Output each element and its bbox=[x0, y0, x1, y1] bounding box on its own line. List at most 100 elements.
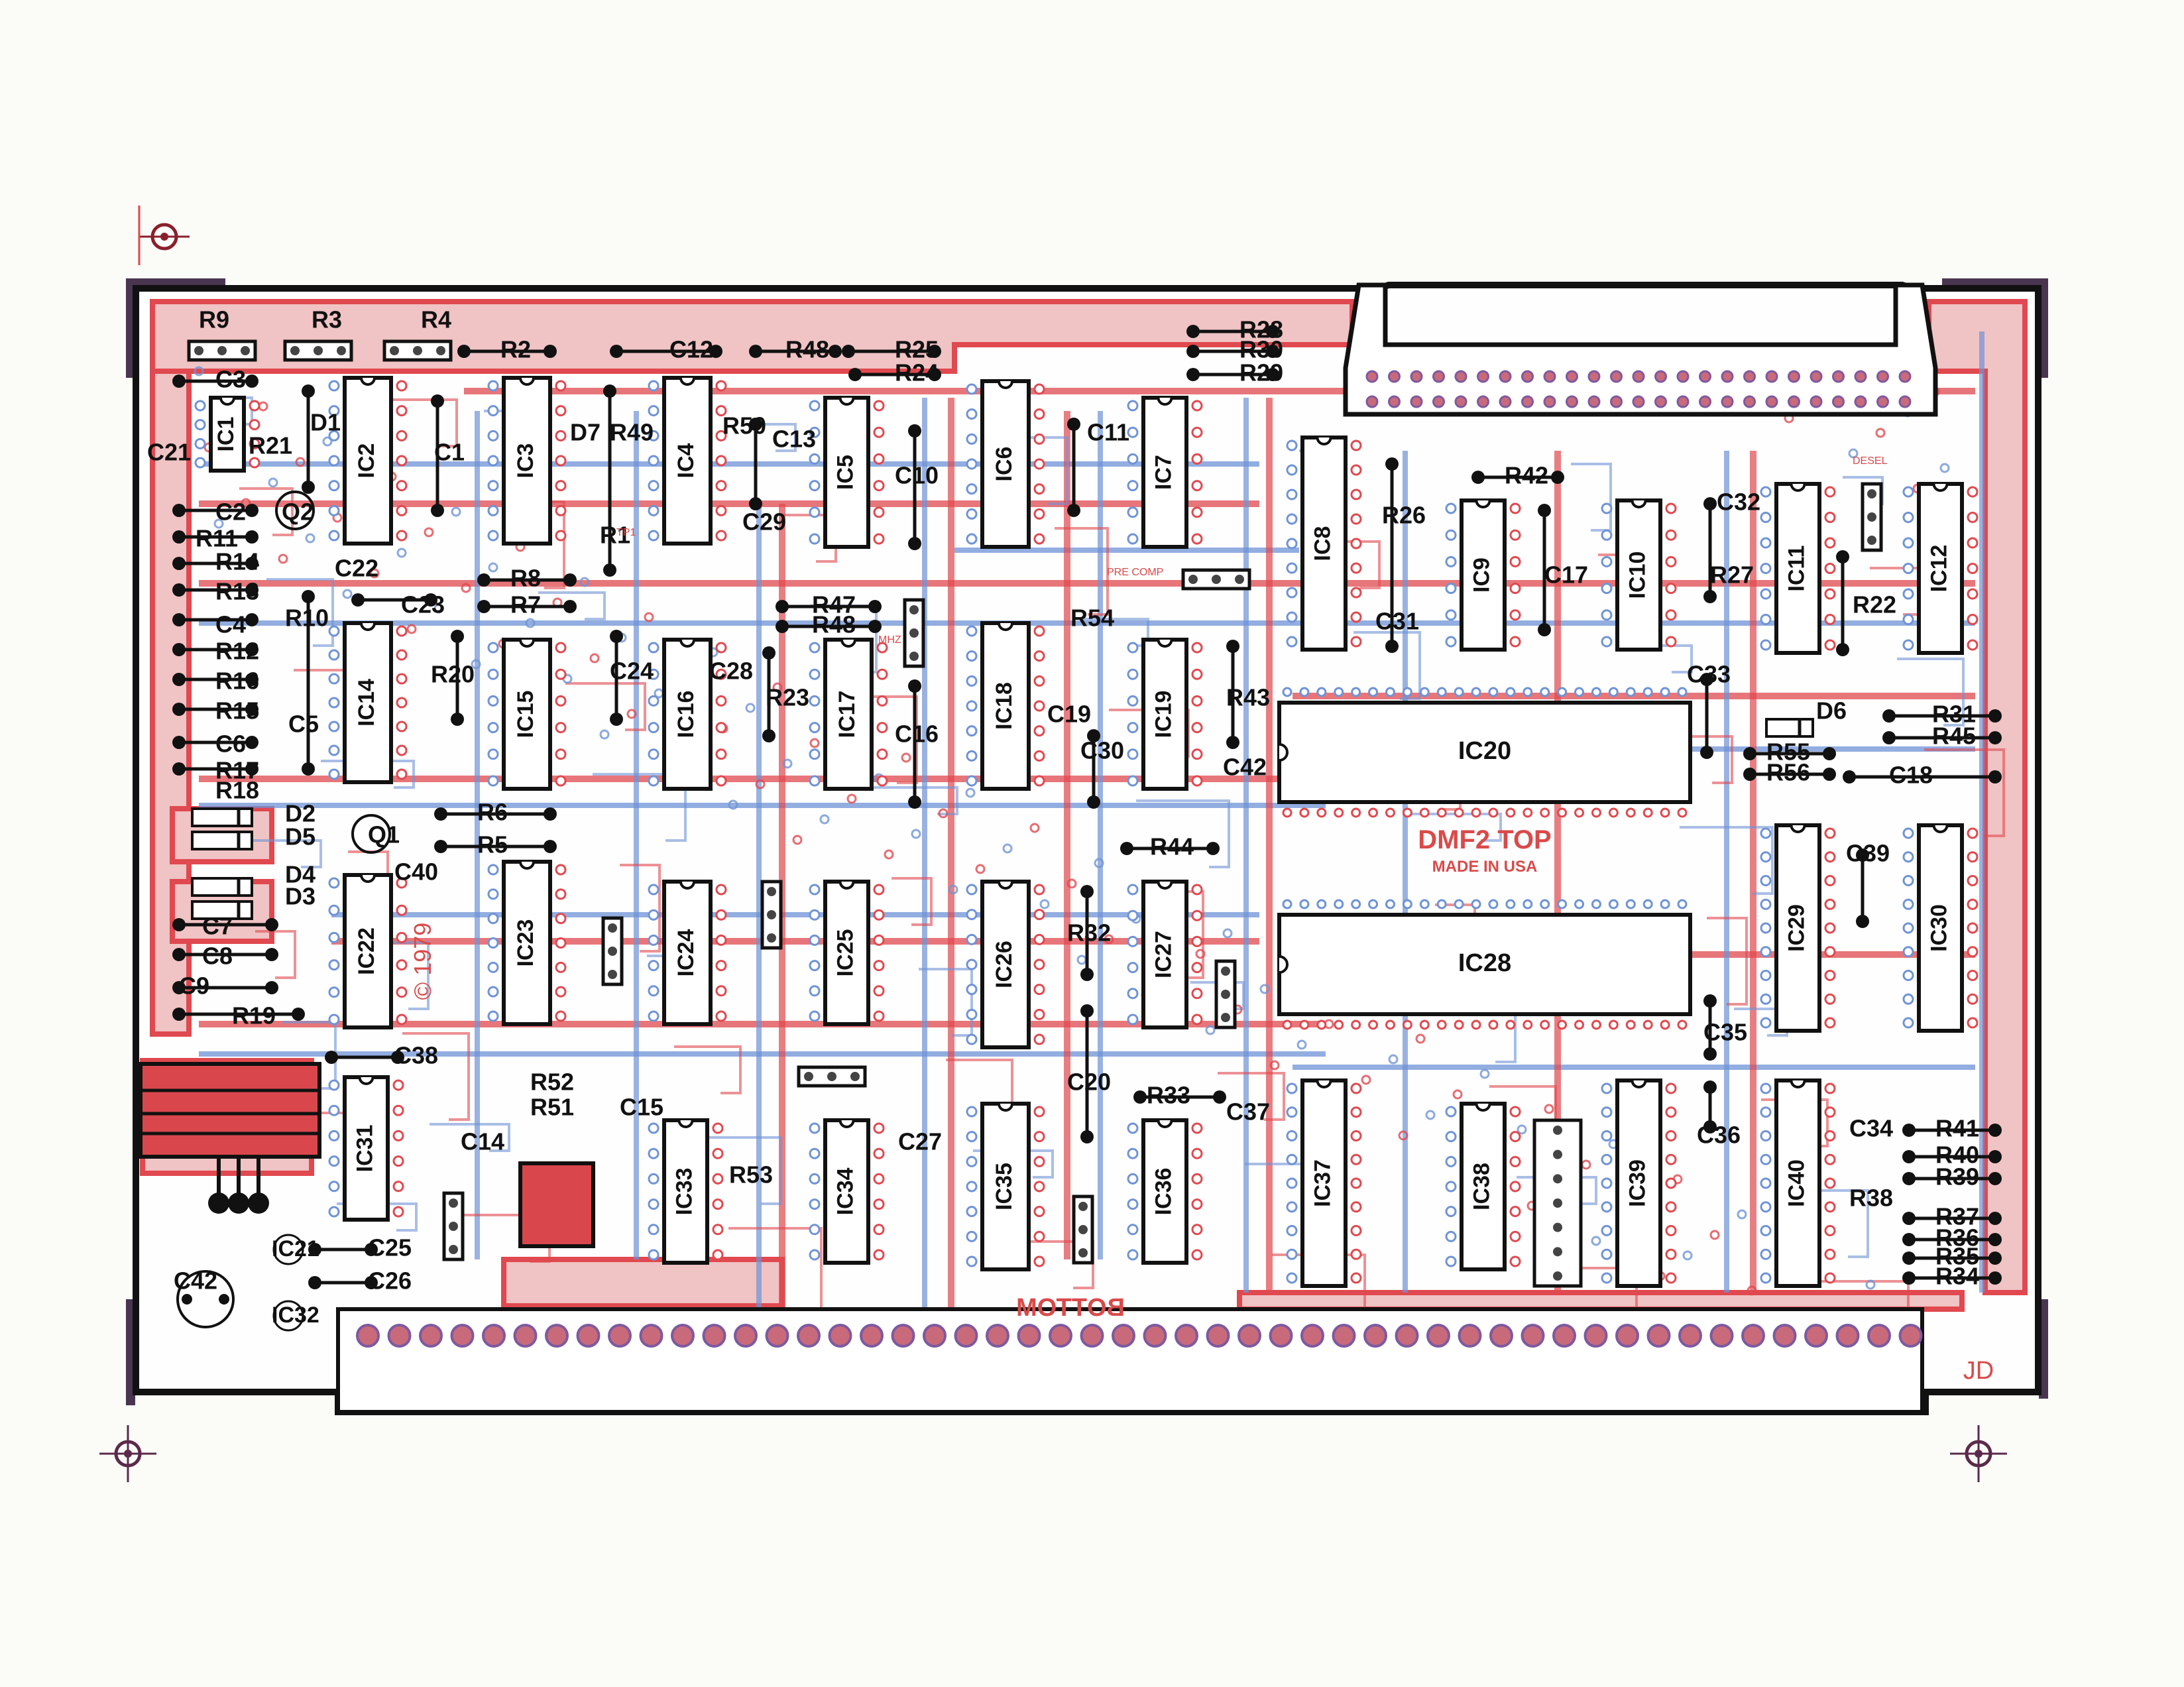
chip-ic5: IC5 bbox=[809, 396, 885, 549]
part-c31: C31 bbox=[1375, 608, 1419, 635]
part-d3: D3 bbox=[285, 883, 316, 910]
part-label: C19 bbox=[1047, 701, 1091, 728]
jumper-header bbox=[382, 339, 453, 362]
component-lead-pair bbox=[1902, 1251, 2002, 1265]
part-c1: C1 bbox=[434, 439, 465, 466]
part-label: C40 bbox=[394, 858, 438, 886]
component-lead-pair bbox=[1856, 848, 1869, 928]
chip-label: IC18 bbox=[992, 682, 1017, 730]
chip-label: IC2 bbox=[354, 443, 379, 479]
edge-connector[interactable] bbox=[336, 1307, 1924, 1414]
chip-label: IC40 bbox=[1784, 1159, 1809, 1207]
part-r6: R6 bbox=[477, 799, 508, 826]
part-r37: R37 bbox=[1935, 1203, 1979, 1230]
part-c22: C22 bbox=[335, 555, 378, 582]
part-r5: R5 bbox=[477, 831, 508, 858]
part-d6: D6 bbox=[1816, 697, 1847, 725]
chip-ic19: IC19 bbox=[1127, 638, 1203, 791]
part-c36: C36 bbox=[1697, 1122, 1741, 1149]
chip-label: IC15 bbox=[513, 691, 538, 738]
part-label: R42 bbox=[1505, 462, 1548, 489]
component-lead-pair bbox=[1538, 504, 1551, 636]
part-c18: C18 bbox=[1889, 762, 1933, 789]
part-label: C1 bbox=[434, 439, 465, 466]
part-c19: C19 bbox=[1047, 701, 1091, 728]
jumper-header bbox=[797, 1065, 867, 1088]
chip-ic10: IC10 bbox=[1601, 498, 1677, 652]
component-lead-pair bbox=[842, 345, 941, 358]
chip-ic2: IC2 bbox=[328, 376, 408, 546]
part-label: C3 bbox=[215, 366, 246, 393]
part-label: R55 bbox=[1766, 738, 1810, 766]
part-c21: C21 bbox=[147, 439, 191, 466]
component-lead-pair bbox=[1186, 368, 1279, 381]
component-lead-pair bbox=[1743, 747, 1836, 760]
part-label: R5 bbox=[477, 831, 508, 858]
part-d2: D2 bbox=[285, 800, 316, 827]
chip-ic14: IC14 bbox=[328, 621, 408, 784]
part-r51: R51 bbox=[530, 1094, 574, 1121]
part-label: R20 bbox=[431, 661, 475, 688]
component-lead-pair bbox=[749, 418, 762, 510]
part-c14: C14 bbox=[461, 1128, 504, 1155]
component-lead-pair bbox=[172, 375, 259, 388]
part-c42: C42 bbox=[1223, 754, 1267, 781]
part-label: R33 bbox=[1147, 1082, 1190, 1109]
component-lead-pair bbox=[351, 593, 437, 607]
component-lead-pair bbox=[172, 504, 259, 517]
part-r34: R34 bbox=[1935, 1263, 1979, 1290]
chip-ic18: IC18 bbox=[966, 621, 1045, 791]
component-lead-pair bbox=[172, 583, 259, 597]
part-label: R51 bbox=[530, 1094, 574, 1121]
chip-label: IC16 bbox=[673, 691, 699, 738]
component-lead-pair bbox=[1120, 842, 1220, 855]
chip-label: IC12 bbox=[1926, 545, 1951, 593]
chip-label: IC35 bbox=[992, 1163, 1017, 1210]
part-label: C16 bbox=[895, 721, 939, 748]
component-lead-pair bbox=[308, 1276, 378, 1289]
component-lead-pair bbox=[610, 630, 623, 726]
part-label: R35 bbox=[1935, 1243, 1979, 1270]
designer-initials: JD bbox=[1963, 1357, 1994, 1385]
part-label: C29 bbox=[742, 508, 786, 536]
ribbon-header-connector[interactable] bbox=[1343, 282, 1938, 417]
chip-label: IC38 bbox=[1469, 1163, 1494, 1210]
part-label: C20 bbox=[1067, 1069, 1111, 1096]
chip-ic34: IC34 bbox=[809, 1118, 885, 1265]
part-label: R26 bbox=[1382, 502, 1426, 529]
part-q1: Q1 bbox=[368, 821, 400, 848]
part-label: R27 bbox=[1710, 561, 1754, 589]
jumper-header bbox=[760, 880, 783, 950]
part-label: R37 bbox=[1935, 1203, 1979, 1230]
part-label: C13 bbox=[772, 426, 816, 453]
part-label: R4 bbox=[421, 306, 451, 333]
chip-label: IC33 bbox=[671, 1168, 697, 1216]
component-lead-pair bbox=[1703, 994, 1717, 1061]
chip-ic12: IC12 bbox=[1902, 482, 1979, 655]
chip-label: IC24 bbox=[673, 929, 699, 977]
chip-ic28: IC28 bbox=[1277, 899, 1692, 1030]
component-lead-pair bbox=[1703, 497, 1717, 603]
part-r48: R48 bbox=[785, 336, 829, 363]
part-c10: C10 bbox=[895, 462, 939, 489]
component-lead-pair bbox=[434, 840, 557, 853]
chip-ic1: IC1 bbox=[194, 396, 260, 473]
part-label: R2 bbox=[500, 336, 531, 363]
component-lead-pair bbox=[172, 948, 278, 961]
chip-ic11: IC11 bbox=[1760, 482, 1836, 655]
chip-label: IC23 bbox=[513, 919, 538, 967]
component-lead-pair bbox=[776, 600, 882, 613]
chip-label: IC20 bbox=[1458, 737, 1511, 765]
component-lead-pair bbox=[172, 918, 278, 931]
component-lead-pair bbox=[1186, 325, 1279, 338]
transistor-outline-q1 bbox=[351, 814, 391, 854]
jumper-header bbox=[1181, 568, 1251, 591]
part-r45: R45 bbox=[1932, 723, 1976, 750]
component-lead-pair bbox=[172, 703, 259, 716]
jumper-header bbox=[1532, 1118, 1583, 1288]
part-r47: R47 bbox=[812, 591, 856, 618]
part-label: Q1 bbox=[368, 821, 400, 848]
component-lead-pair bbox=[1385, 457, 1399, 653]
part-c28: C28 bbox=[709, 658, 753, 685]
component-lead-pair bbox=[776, 620, 882, 633]
